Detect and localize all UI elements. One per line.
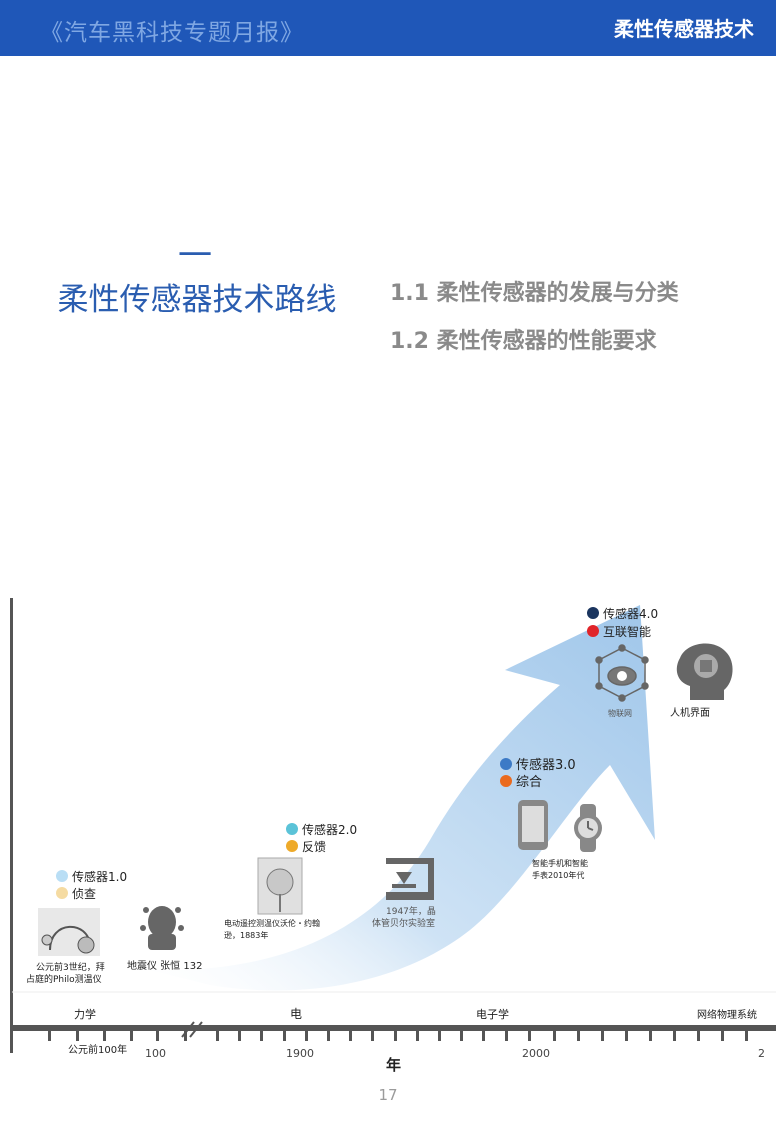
bell-labs-caption: 1947年，晶 <box>386 905 436 917</box>
seismoscope-icon <box>140 906 184 950</box>
smartphone-icon <box>518 800 548 850</box>
hmi-caption: 人机界面 <box>670 706 710 719</box>
philo-thermoscope-image <box>38 908 100 956</box>
tick-label: 2000 <box>522 1047 550 1060</box>
seismoscope-caption: 地震仪 张恒 132 <box>127 959 202 972</box>
stage2-version: 传感器2.0 <box>302 822 357 837</box>
transistor-icon <box>386 858 434 900</box>
section-title: 柔性传感器技术路线 <box>57 282 337 318</box>
stage4-version: 传感器4.0 <box>603 606 658 621</box>
human-machine-interface-icon <box>676 643 733 700</box>
stage2-mode-dot <box>286 840 298 852</box>
bell-labs-caption: 体管贝尔实验室 <box>372 917 435 929</box>
stage1-version-dot <box>56 870 68 882</box>
stage3-version-dot <box>500 758 512 770</box>
smart-devices-caption: 智能手机和智能 <box>532 858 588 868</box>
smart-devices-caption: 手表2010年代 <box>532 870 584 880</box>
axis-label: 年 <box>386 1056 401 1074</box>
toc-item[interactable]: 1.1 柔性传感器的发展与分类 <box>390 275 679 307</box>
stage4-version-dot <box>587 607 599 619</box>
axis-break-icon <box>181 1021 203 1038</box>
growth-arrow <box>150 605 655 991</box>
tick-label: 公元前100年 <box>68 1043 127 1056</box>
topic-title: 柔性传感器技术 <box>614 17 754 41</box>
page-number: 17 <box>378 1086 398 1104</box>
toc-item[interactable]: 1.2 柔性传感器的性能要求 <box>390 323 679 355</box>
stage1-mode-dot <box>56 887 68 899</box>
left-axis-line <box>10 598 13 1053</box>
sensor-timeline-figure: 力学 电 电子学 网络物理系统 公元前100年 100 1900 2000 2 … <box>10 598 776 1074</box>
stage4-mode: 互联智能 <box>603 624 651 639</box>
era-bar <box>12 1025 776 1031</box>
table-of-contents: 1.1 柔性传感器的发展与分类 1.2 柔性传感器的性能要求 <box>390 275 679 371</box>
thermostat-caption: 电动遥控测温仪沃伦・约翰 <box>224 918 320 928</box>
stage2-version-dot <box>286 823 298 835</box>
stage1-mode: 侦查 <box>72 887 96 901</box>
thermostat-caption: 逊，1883年 <box>224 930 268 940</box>
era-label: 网络物理系统 <box>697 1008 757 1021</box>
stage3-mode-dot <box>500 775 512 787</box>
philo-caption: 公元前3世纪，拜 <box>36 961 105 973</box>
philo-caption: 占庭的Philo测温仪 <box>26 973 102 985</box>
tick-label: 100 <box>145 1047 166 1060</box>
tick-label: 1900 <box>286 1047 314 1060</box>
stage1-version: 传感器1.0 <box>72 869 127 884</box>
toc-item-number: 1.1 <box>390 281 429 306</box>
era-label: 电 <box>290 1007 302 1021</box>
section-number: 一 <box>178 236 212 276</box>
smartwatch-icon <box>574 804 602 852</box>
stage4-mode-dot <box>587 625 599 637</box>
report-title: 《汽车黑科技专题月报》 <box>40 20 304 46</box>
tick-marks <box>48 1031 748 1041</box>
stage2-mode: 反馈 <box>302 840 326 854</box>
toc-item-label: 柔性传感器的发展与分类 <box>436 281 679 306</box>
tick-label: 2 <box>758 1047 765 1060</box>
iot-caption: 物联网 <box>608 708 632 718</box>
stage3-version: 传感器3.0 <box>516 757 576 773</box>
era-label: 电子学 <box>476 1007 509 1021</box>
page-header: 《汽车黑科技专题月报》 柔性传感器技术 <box>0 0 776 56</box>
toc-item-label: 柔性传感器的性能要求 <box>436 329 657 354</box>
stage3-mode: 综合 <box>516 775 542 790</box>
toc-item-number: 1.2 <box>390 329 429 354</box>
remote-thermostat-image <box>257 857 303 915</box>
era-label: 力学 <box>74 1007 96 1021</box>
iot-network-icon <box>595 644 649 702</box>
